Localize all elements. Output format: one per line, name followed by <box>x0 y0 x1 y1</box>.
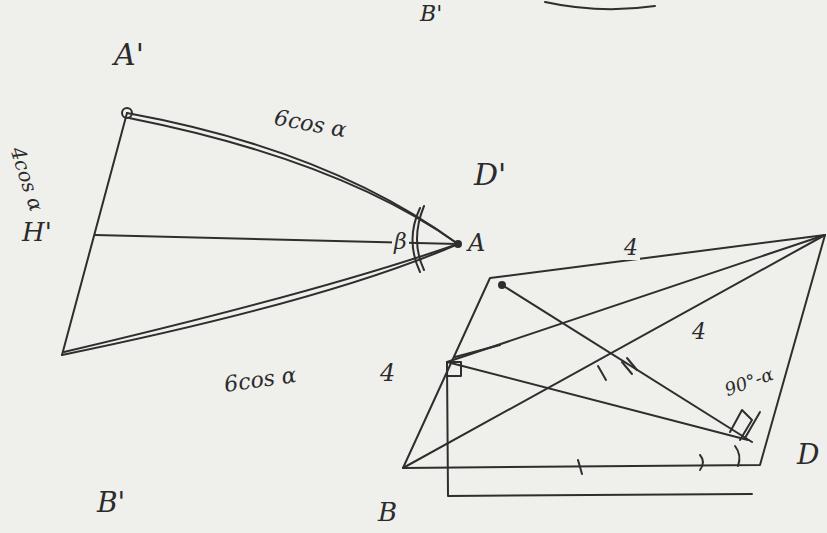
diagonal-line <box>502 285 752 442</box>
projection-line <box>447 362 752 496</box>
geometry-label: A <box>466 230 487 256</box>
geometry-label: D <box>795 440 821 471</box>
parallelogram <box>403 235 825 468</box>
mark-line <box>455 345 500 357</box>
geometry-label: D' <box>472 158 508 191</box>
geometry-label: B' <box>95 488 127 519</box>
geometry-label: 6cos α <box>221 363 300 398</box>
geometry-label: 4 <box>690 320 708 344</box>
side-line <box>129 118 458 244</box>
tick-mark <box>627 358 637 370</box>
tick-mark <box>598 366 606 380</box>
diagonal-line <box>403 235 825 468</box>
geometry-label: B' <box>418 2 444 26</box>
geometry-label: 4cos α <box>6 142 49 215</box>
tick-mark <box>578 460 582 474</box>
side-line <box>64 244 458 352</box>
geometry-label: 4 <box>622 236 640 260</box>
side-line <box>62 244 458 355</box>
point-dot <box>499 282 505 288</box>
geometry-label: 90°-α <box>720 363 778 400</box>
right-angle-mark <box>447 362 461 376</box>
angle-mark <box>745 412 760 438</box>
geometry-label: 4 <box>378 360 397 386</box>
geometry-label: 6cos α <box>270 106 350 143</box>
geometry-label: A' <box>112 38 146 71</box>
angle-arc <box>417 206 424 270</box>
segment-line <box>447 362 748 440</box>
geometry-label: β <box>392 230 409 254</box>
angle-mark <box>730 410 752 440</box>
segment-line <box>447 235 825 362</box>
angle-arc <box>700 455 703 470</box>
geometry-label: B <box>376 498 399 527</box>
side-line <box>62 113 127 355</box>
partial-arc <box>545 2 655 9</box>
angle-arc <box>735 446 739 466</box>
vertex-dot <box>455 241 461 247</box>
tick-mark <box>622 362 632 374</box>
geometry-label: H' <box>20 218 54 247</box>
